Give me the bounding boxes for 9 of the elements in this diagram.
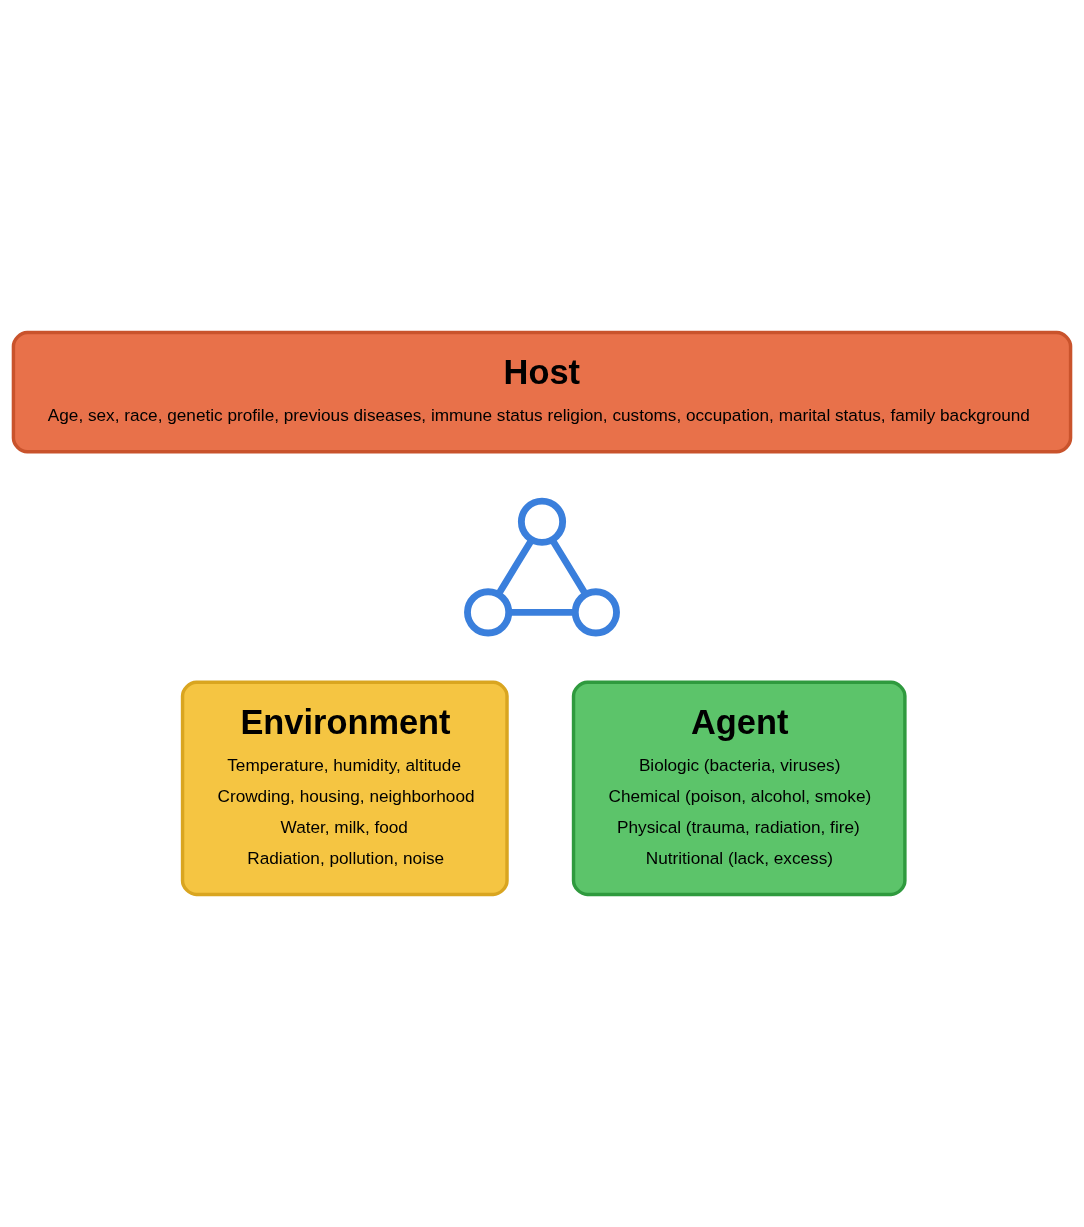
node-circle [517,497,567,546]
connector [495,538,535,597]
connector [549,538,589,597]
node-circle [464,588,513,637]
node-box: Environment Temperature, humidity, altitude Crowding, housing, neighborhood Water, milk, food Radiation, pollution, noise [180,680,509,897]
node-circle [571,588,620,637]
node-box: Host Age, sex, race, genetic profile, previous diseases, immune status religion, customs, occupation, marital status, family background [11,330,1073,454]
node-box: Agent Biologic (bacteria, viruses) Chemical (poison, alcohol, smoke) Physical (trauma, radiation, fire) Nutritional (lack, excess) [571,680,907,897]
connector [509,608,576,616]
